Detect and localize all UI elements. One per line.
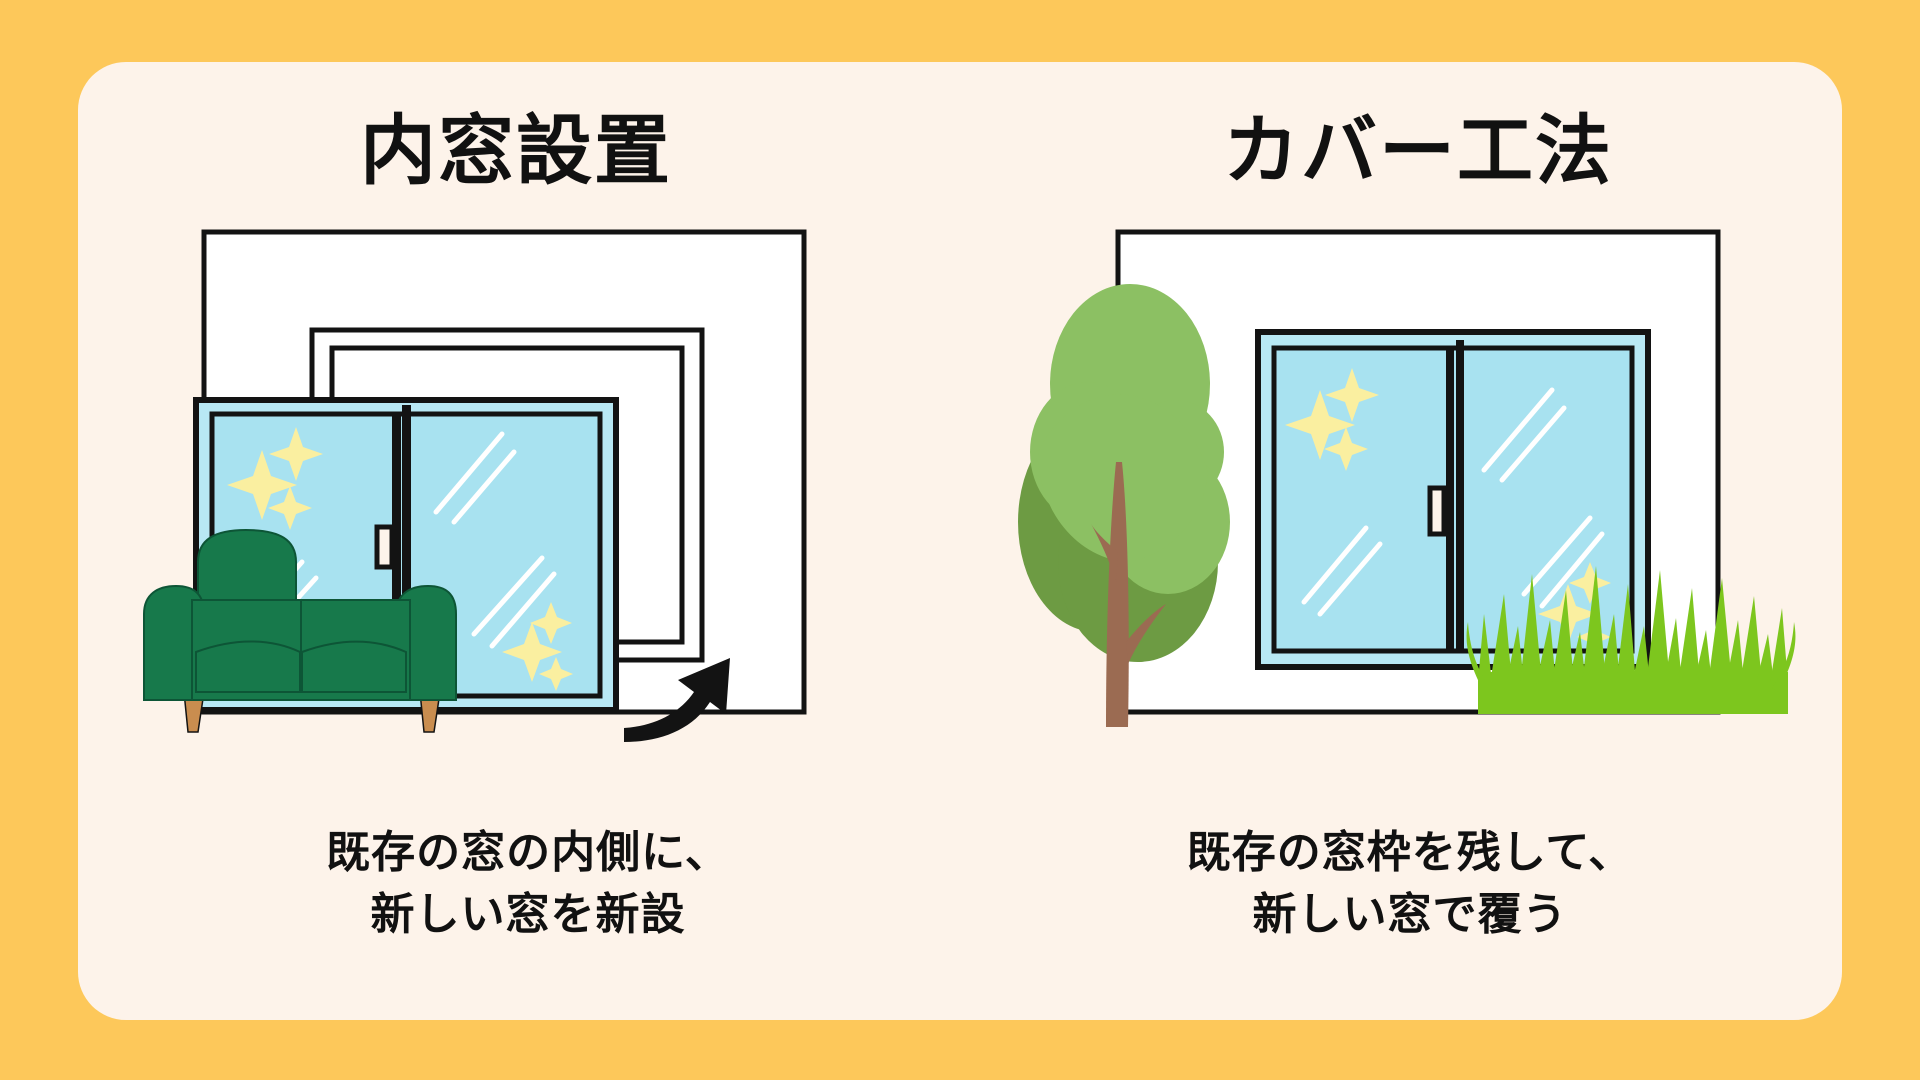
glass-highlight-right (1481, 387, 1605, 609)
exterior-scene-svg (1018, 229, 1796, 727)
illustration-exterior-window-scene (1018, 222, 1796, 782)
new-cover-window (1255, 329, 1651, 670)
caption-line-2: 新しい窓を新設 (370, 890, 686, 940)
content-card: 内窓設置 (78, 62, 1842, 1020)
panel-caption-inner-window: 既存の窓の内側に、 新しい窓を新設 (78, 822, 978, 947)
panel-inner-window-installation: 内窓設置 (78, 62, 978, 1020)
glass-highlight-left (1301, 525, 1383, 617)
tree-trunk (1090, 462, 1166, 727)
illustration-interior-window-scene (143, 222, 854, 782)
sparkle-cluster-left (227, 427, 323, 530)
sparkle-cluster-left (1285, 368, 1379, 471)
grass (1466, 566, 1796, 714)
sparkle-cluster-right (502, 602, 573, 691)
direction-arrow-icon (624, 658, 730, 742)
interior-scene-svg (143, 229, 807, 742)
glass-highlight-right (433, 431, 557, 649)
sofa (143, 528, 457, 733)
panel-title-cover-method: カバー工法 (1223, 109, 1613, 194)
panel-caption-cover-method: 既存の窓枠を残して、 新しい窓で覆う (978, 822, 1842, 947)
panel-title-inner-window: 内窓設置 (360, 109, 672, 194)
panel-cover-method: カバー工法 (978, 62, 1842, 1020)
tree (1018, 284, 1230, 727)
caption-line-2: 新しい窓で覆う (1252, 890, 1568, 940)
caption-line-1: 既存の窓枠を残して、 (1186, 828, 1634, 877)
caption-line-1: 既存の窓の内側に、 (326, 828, 730, 877)
